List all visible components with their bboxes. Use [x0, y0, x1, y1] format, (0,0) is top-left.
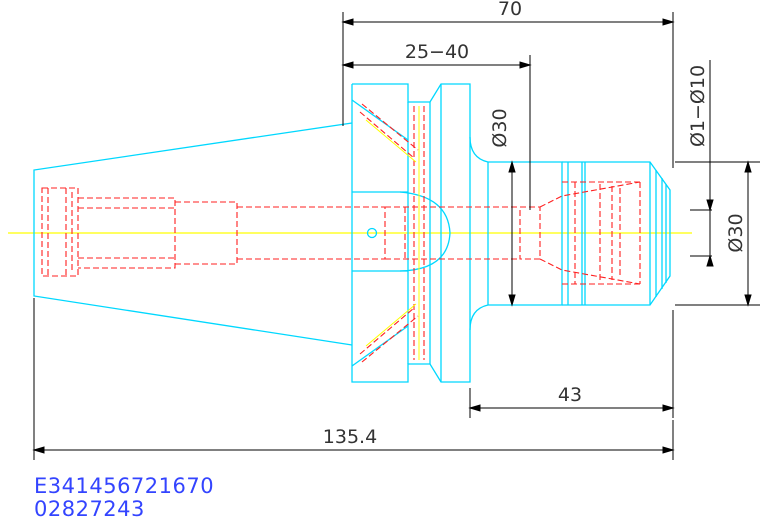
dim-collet-range-label: Ø1−Ø10: [687, 65, 709, 147]
dim-135-4-label: 135.4: [323, 426, 377, 448]
flange-channel-lines: [365, 106, 420, 360]
dim-nose-dia-label: Ø30: [725, 213, 747, 252]
dim-bore-dia-label: Ø30: [489, 108, 511, 147]
tool-outline: [33, 83, 671, 383]
article-number: 02827243: [34, 497, 145, 521]
dim-43-label: 43: [558, 384, 582, 406]
hidden-lines: [41, 103, 641, 363]
dim-70-label: 70: [498, 0, 522, 20]
part-code: E341456721670: [34, 474, 215, 498]
dimension-lines: [32, 12, 760, 460]
dim-25-40-label: 25−40: [405, 41, 469, 63]
